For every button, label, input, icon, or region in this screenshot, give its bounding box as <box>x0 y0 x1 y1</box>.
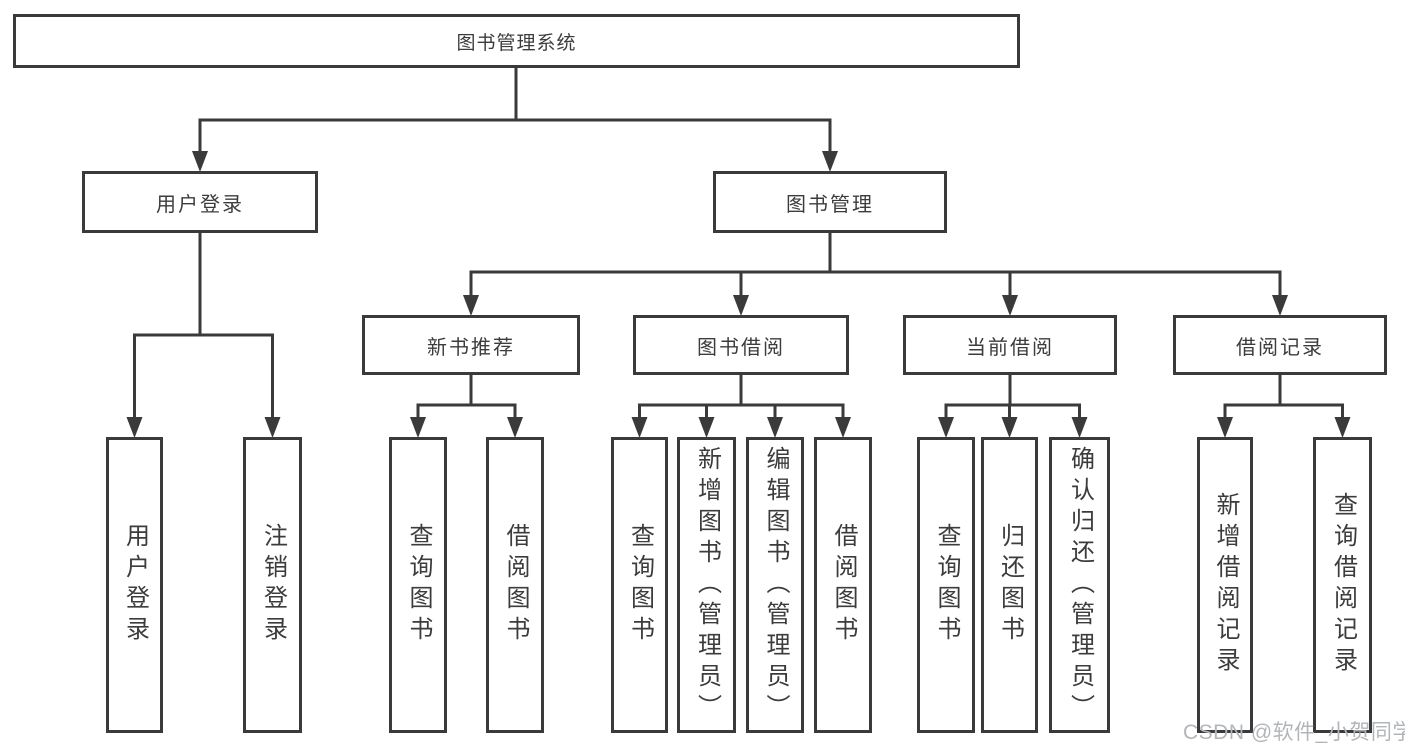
leaf-logout: 注销登录 <box>243 437 302 733</box>
node-book-borrowing: 图书借阅 <box>633 315 849 375</box>
node-book-management-branch: 图书管理 <box>713 171 947 233</box>
node-new-book-recommend: 新书推荐 <box>362 315 580 375</box>
leaf-add-borrow-record: 新增借阅记录 <box>1197 437 1253 733</box>
leaf-query-borrow-record: 查询借阅记录 <box>1313 437 1372 733</box>
node-borrowing-records: 借阅记录 <box>1173 315 1387 375</box>
leaf-add-books-admin: 新增图书（管理员） <box>677 437 736 733</box>
leaf-borrow-books: 借阅图书 <box>814 437 872 733</box>
leaf-user-login: 用户登录 <box>106 437 163 733</box>
leaf-query-books-current: 查询图书 <box>917 437 975 733</box>
node-current-borrowing: 当前借阅 <box>903 315 1117 375</box>
node-library-management-system: 图书管理系统 <box>13 14 1020 68</box>
leaf-query-books-borrowing: 查询图书 <box>611 437 668 733</box>
leaf-edit-books-admin: 编辑图书（管理员） <box>746 437 804 733</box>
leaf-return-books: 归还图书 <box>981 437 1038 733</box>
leaf-borrow-books-recommend: 借阅图书 <box>486 437 544 733</box>
node-user-login-branch: 用户登录 <box>82 171 318 233</box>
csdn-watermark: CSDN @软件_小贺同学 <box>1183 721 1405 744</box>
leaf-confirm-return-admin: 确认归还（管理员） <box>1049 437 1110 733</box>
leaf-query-books-recommend: 查询图书 <box>389 437 447 733</box>
